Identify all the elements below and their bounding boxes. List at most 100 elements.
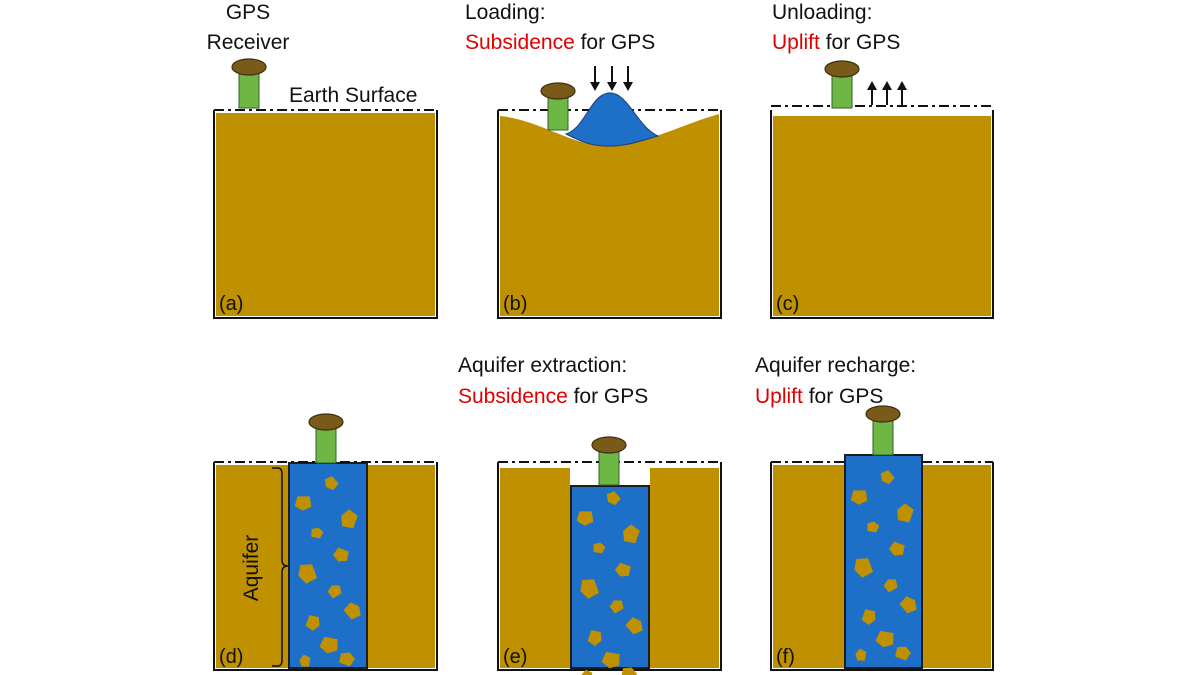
panel-f-title-red: Uplift <box>755 385 803 408</box>
panel-a-frame <box>213 110 438 319</box>
sediment-grain <box>298 564 318 584</box>
panel-e-title-line1: Aquifer extraction: <box>458 354 627 377</box>
sediment-grain <box>855 648 867 661</box>
panel-e-title-red: Subsidence <box>458 385 568 408</box>
panel-f-title-line1: Aquifer recharge: <box>755 354 916 377</box>
panel-d-tag: (d) <box>219 646 243 668</box>
aquifer-label: Aquifer <box>240 535 263 602</box>
gps-receiver-icon <box>824 60 860 109</box>
panel-c-tag: (c) <box>776 293 799 315</box>
panel-b-title-line2: Subsidence for GPS <box>465 31 655 54</box>
panel-c-title-line1: Unloading: <box>772 1 872 24</box>
sediment-grain <box>311 527 324 539</box>
panel-c: Unloading: Uplift for GPS (c) <box>770 1 994 319</box>
panel-c-frame <box>770 110 994 319</box>
sediment-grain <box>319 636 338 654</box>
aquifer-brace-icon <box>272 467 289 667</box>
sediment-grain <box>895 646 912 661</box>
panel-b-title-line1: Loading: <box>465 1 546 24</box>
panel-e-aquifer <box>570 485 650 675</box>
panel-b: Loading: Subsidence for GPS (b) <box>465 1 722 319</box>
panel-d-ground-left <box>216 465 288 668</box>
panel-f-tag: (f) <box>776 646 795 668</box>
panel-d-aquifer <box>288 462 368 669</box>
panel-a-title-line2: Receiver <box>207 31 290 54</box>
panel-f-frame <box>770 462 994 671</box>
sediment-grain <box>324 476 339 491</box>
sediment-grain-icon <box>576 491 643 675</box>
sediment-grain <box>625 617 643 635</box>
panel-f-title-rest: for GPS <box>803 385 884 408</box>
panel-b-water-load <box>564 92 660 147</box>
sediment-grain <box>609 600 624 614</box>
gps-receiver-icon <box>540 82 576 131</box>
panel-e-ground-right <box>650 468 719 668</box>
sediment-grain <box>601 651 620 669</box>
sediment-grain <box>888 541 905 556</box>
sediment-grain <box>343 602 361 620</box>
panel-b-title-red: Subsidence <box>465 31 575 54</box>
sediment-grain <box>867 521 880 533</box>
panel-b-frame <box>497 110 722 319</box>
panel-b-ground <box>500 114 719 316</box>
panel-f: Aquifer recharge: Uplift for GPS (f) <box>755 354 994 671</box>
sediment-grain <box>621 667 638 675</box>
panel-d-frame <box>213 462 438 671</box>
sediment-grain <box>861 609 876 626</box>
earth-surface-label: Earth Surface <box>289 84 417 107</box>
sediment-grain <box>339 652 356 667</box>
sediment-grain <box>850 490 868 505</box>
panel-e-tag: (e) <box>503 646 527 668</box>
panel-a-ground <box>216 113 435 316</box>
panel-e-ground-left <box>500 468 570 668</box>
sediment-grain <box>623 524 640 544</box>
panel-f-ground-right <box>922 465 991 668</box>
sediment-grain <box>854 558 874 578</box>
sediment-grain <box>880 470 895 485</box>
panel-b-title-rest: for GPS <box>575 31 656 54</box>
panel-d: Aquifer (d) <box>213 413 438 671</box>
sediment-grain <box>593 542 606 554</box>
down-arrow-icon <box>590 66 633 91</box>
panel-f-ground-left <box>773 465 844 668</box>
gps-receiver-icon <box>308 413 344 464</box>
sediment-grain <box>883 579 898 593</box>
gps-receiver-icon <box>231 58 267 109</box>
sediment-grain-icon <box>294 476 361 667</box>
panel-c-title-red: Uplift <box>772 31 820 54</box>
panel-c-title-line2: Uplift for GPS <box>772 31 900 54</box>
panel-a-title-line1: GPS <box>226 1 270 24</box>
sediment-grain-icon <box>850 470 917 661</box>
sediment-grain <box>897 503 914 523</box>
sediment-grain <box>581 669 593 675</box>
panel-f-title-line2: Uplift for GPS <box>755 385 883 408</box>
panel-c-ground <box>773 116 991 316</box>
panel-e: Aquifer extraction: Subsidence for GPS (… <box>458 354 722 675</box>
panel-f-aquifer <box>844 454 923 669</box>
sediment-grain <box>299 654 311 667</box>
sediment-grain <box>614 562 631 577</box>
panel-a: GPS Receiver Earth Surface (a) <box>207 1 438 319</box>
panel-d-ground-right <box>368 465 435 668</box>
gps-receiver-icon <box>865 405 901 456</box>
sediment-grain <box>899 596 917 614</box>
sediment-grain <box>327 585 342 599</box>
sediment-grain <box>341 509 358 529</box>
sediment-grain <box>332 547 349 562</box>
up-arrow-icon <box>867 81 907 105</box>
panel-e-frame <box>497 462 722 671</box>
sediment-grain <box>606 491 621 506</box>
panel-e-title-rest: for GPS <box>568 385 649 408</box>
sediment-grain <box>305 615 320 632</box>
panel-a-tag: (a) <box>219 293 243 315</box>
panel-c-title-rest: for GPS <box>820 31 901 54</box>
sediment-grain <box>294 496 312 511</box>
panel-e-title-line2: Subsidence for GPS <box>458 385 648 408</box>
panel-b-tag: (b) <box>503 293 527 315</box>
sediment-grain <box>576 511 594 526</box>
sediment-grain <box>580 579 600 599</box>
sediment-grain <box>875 630 894 648</box>
gps-receiver-icon <box>591 436 627 486</box>
sediment-grain <box>587 630 602 647</box>
